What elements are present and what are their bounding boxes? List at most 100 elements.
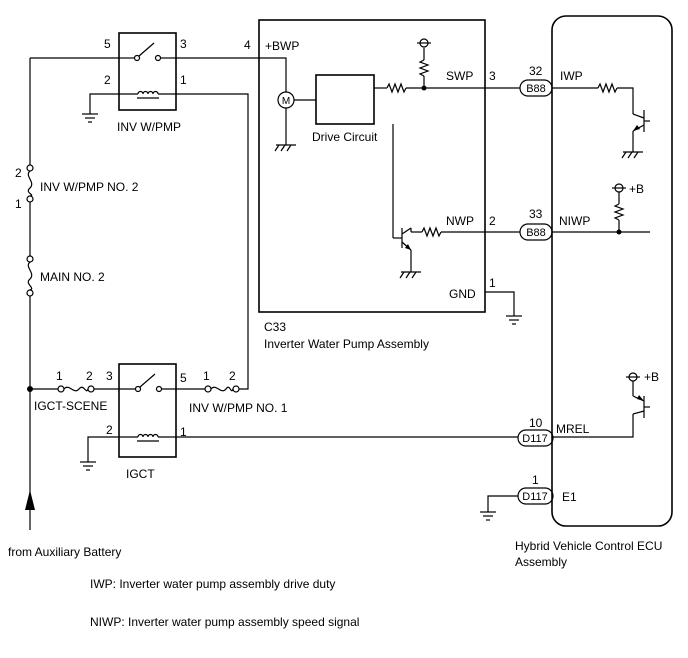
fuse-inv-wpmp-no2-pin-bottom: 1 xyxy=(15,197,22,211)
relay-inv-wpmp-box xyxy=(118,32,177,111)
ecu-name-line1: Hybrid Vehicle Control ECU xyxy=(515,539,662,553)
fuse-main-no2-terminal-bottom xyxy=(26,289,34,297)
ground-icon xyxy=(80,461,96,471)
connector-d117-a-code: D117 xyxy=(522,433,547,445)
ecu-box xyxy=(551,15,673,527)
ground-chassis-icon xyxy=(621,151,643,159)
supply-terminal-icon xyxy=(612,183,626,193)
pump-pin-nwp: 2 xyxy=(489,214,496,228)
relay-igct-pin-1: 1 xyxy=(180,425,187,439)
fuse-inv-wpmp-no1-terminal-a xyxy=(204,385,212,393)
relay-igct-switch-blade xyxy=(139,373,156,388)
fuse-igct-scene-pin-b: 2 xyxy=(86,369,93,383)
fuse-inv-wpmp-no2-label: INV W/PMP NO. 2 xyxy=(40,180,139,194)
resistor-pullup-niwp-icon xyxy=(613,203,625,221)
relay-inv-label: INV W/PMP xyxy=(117,120,181,134)
fuse-main-no2-icon xyxy=(27,261,33,291)
connector-b88-a-pin: 32 xyxy=(529,64,543,78)
ecu-terminal-e1: E1 xyxy=(562,490,577,504)
resistor-iwp-icon xyxy=(597,82,618,94)
relay-inv-pin-2: 2 xyxy=(104,73,111,87)
note-niwp: NIWP: Inverter water pump assembly speed… xyxy=(90,615,359,629)
pump-name: Inverter Water Pump Assembly xyxy=(264,337,429,351)
supply-terminal-icon xyxy=(626,372,640,382)
transistor-mrel-icon xyxy=(632,395,650,418)
relay-igct-pin-3: 3 xyxy=(106,369,113,383)
motor-label: M xyxy=(282,96,290,107)
ecu-supply-b2: +B xyxy=(644,370,659,384)
ground-chassis-icon xyxy=(399,271,421,279)
connector-d117-a xyxy=(517,429,554,447)
ecu-supply-b1: +B xyxy=(629,182,644,196)
relay-igct-pin-5: 5 xyxy=(180,371,187,385)
connector-d117-b-code: D117 xyxy=(522,491,547,503)
fuse-main-no2-label: MAIN NO. 2 xyxy=(40,270,105,284)
fuse-igct-scene-terminal-a xyxy=(57,385,65,393)
ground-icon xyxy=(480,511,496,521)
relay-igct-label: IGCT xyxy=(126,467,155,481)
fuse-inv-wpmp-no1-pin-b: 2 xyxy=(229,369,236,383)
relay-igct-coil-icon xyxy=(137,433,159,438)
fuse-inv-wpmp-no1-label: INV W/PMP NO. 1 xyxy=(189,401,288,415)
drive-circuit-box xyxy=(315,74,375,125)
note-iwp: IWP: Inverter water pump assembly drive … xyxy=(90,577,335,591)
fuse-igct-scene-icon xyxy=(63,386,89,392)
transistor-nwp-icon xyxy=(401,227,412,251)
connector-d117-a-pin: 10 xyxy=(529,416,543,430)
wire-relay-igct-pin2-ground xyxy=(87,436,119,462)
resistor-pullup-swp-icon xyxy=(418,59,430,77)
wire-relay-inv-pin1-to-fuse-no1 xyxy=(176,93,249,390)
fuse-inv-wpmp-no2-terminal-bottom xyxy=(26,195,34,203)
relay-inv-contact-a xyxy=(133,54,141,62)
relay-inv-switch-blade xyxy=(138,42,155,57)
wire-gnd-to-ground xyxy=(485,291,515,316)
connector-b88-b-code: B88 xyxy=(526,227,546,239)
fuse-inv-wpmp-no1-terminal-b xyxy=(232,385,240,393)
pump-terminal-gnd: GND xyxy=(449,287,476,301)
ecu-terminal-iwp: IWP xyxy=(560,69,583,83)
connector-b88-a-code: B88 xyxy=(526,83,546,95)
resistor-nwp-icon xyxy=(421,226,442,238)
ecu-terminal-niwp: NIWP xyxy=(559,214,590,228)
ecu-name-line2: Assembly xyxy=(515,555,567,569)
fuse-inv-wpmp-no2-pin-top: 2 xyxy=(15,166,22,180)
connector-b88-b-pin: 33 xyxy=(529,207,543,221)
connector-d117-b-pin: 1 xyxy=(532,473,539,487)
pump-pin-swp: 3 xyxy=(489,69,496,83)
ground-icon xyxy=(506,315,522,325)
fuse-inv-wpmp-no2-icon xyxy=(27,170,33,197)
pump-terminal-nwp: NWP xyxy=(446,214,474,228)
relay-inv-pin-1: 1 xyxy=(180,73,187,87)
ground-chassis-icon xyxy=(274,144,296,152)
wire-relay-inv-pin2-ground xyxy=(89,93,119,114)
fuse-igct-scene-pin-a: 1 xyxy=(56,369,63,383)
wire-relay-inv-pin3-to-bwp xyxy=(176,57,287,92)
relay-inv-coil-icon xyxy=(137,90,159,95)
transistor-iwp-icon xyxy=(632,110,650,132)
relay-inv-contact-b xyxy=(154,54,162,62)
relay-inv-pin-3: 3 xyxy=(180,37,187,51)
wire-ecu-mrel xyxy=(553,414,634,438)
fuse-igct-scene-label: IGCT-SCENE xyxy=(34,399,107,413)
relay-inv-pin-5: 5 xyxy=(104,37,111,51)
fuse-inv-wpmp-no1-pin-a: 1 xyxy=(203,369,210,383)
ecu-terminal-mrel: MREL xyxy=(556,422,590,436)
resistor-swp-icon xyxy=(386,82,407,94)
relay-igct-pin-2: 2 xyxy=(106,423,113,437)
pump-assembly-box xyxy=(258,19,486,313)
supply-terminal-icon xyxy=(417,38,431,48)
source-label: from Auxiliary Battery xyxy=(8,545,121,559)
relay-igct-box xyxy=(118,363,177,458)
wire-d117-b-ground xyxy=(487,495,518,512)
pump-pin-bwp: 4 xyxy=(244,38,251,52)
pump-terminal-bwp: +BWP xyxy=(265,39,299,53)
relay-igct-contact-b xyxy=(155,385,163,393)
wire-iwp-to-transistor xyxy=(617,87,634,114)
drive-circuit-label: Drive Circuit xyxy=(312,130,378,144)
battery-arrow-icon xyxy=(25,490,35,510)
pump-pin-gnd: 1 xyxy=(489,276,496,290)
fuse-inv-wpmp-no2-terminal-top xyxy=(26,164,34,172)
fuse-igct-scene-terminal-b xyxy=(87,385,95,393)
